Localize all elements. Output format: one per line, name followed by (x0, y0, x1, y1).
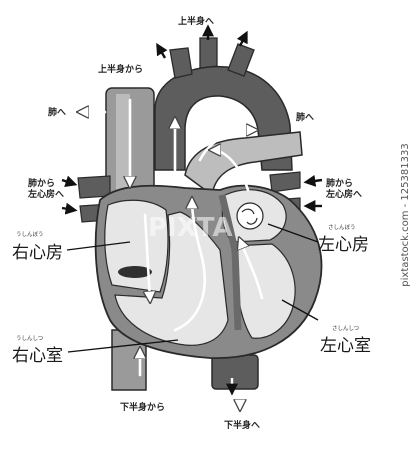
pulmonary-vein-right-upper (269, 171, 301, 193)
septum (218, 194, 242, 331)
aortic-branch-2 (199, 37, 218, 69)
label-left-ventricle: 左心室 (320, 336, 371, 356)
ruby-left-ventricle: さしんしつ (332, 325, 359, 332)
watermark-center: PIXTA (148, 213, 233, 243)
label-from-lungs-right-line2: 左心房へ (325, 188, 362, 200)
label-to-lungs-right: 肺へ (296, 111, 314, 123)
ruby-right-atrium: うしんぼう (16, 231, 44, 238)
aortic-branch-1 (169, 47, 193, 79)
label-right-atrium: 右心房 (12, 243, 63, 263)
label-right-ventricle: 右心室 (12, 346, 63, 366)
tricuspid-valve (118, 266, 152, 278)
descending-aorta (211, 354, 259, 390)
label-to-lungs-left: 肺へ (48, 106, 66, 118)
label-from-lungs-left-line1: 肺から (28, 177, 55, 189)
aortic-branch-3 (227, 43, 255, 77)
ruby-left-atrium: さしんぼう (328, 224, 356, 231)
pulmonary-vein-left-upper (77, 175, 111, 199)
label-from-upper-body: 上半身から (98, 63, 143, 75)
label-from-lungs-left: 肺から 左心房へ (27, 177, 64, 200)
label-from-lungs-right: 肺から 左心房へ (325, 177, 362, 200)
watermark-side: pixtastock.com - 125381333 (400, 143, 411, 286)
mitral-valve (236, 202, 264, 230)
label-from-lungs-right-line1: 肺から (326, 177, 353, 189)
ruby-right-ventricle: うしんしつ (16, 335, 43, 342)
label-from-lower-body: 下半身から (120, 401, 165, 413)
label-lower-body-to: 下半身へ (224, 419, 260, 431)
label-from-lungs-left-line2: 左心房へ (27, 188, 64, 200)
label-upper-body-to: 上半身へ (178, 15, 214, 27)
label-leaders (66, 223, 319, 353)
external-arrows (61, 24, 323, 396)
label-left-atrium: 左心房 (318, 235, 369, 255)
flow-arrows (80, 98, 264, 408)
